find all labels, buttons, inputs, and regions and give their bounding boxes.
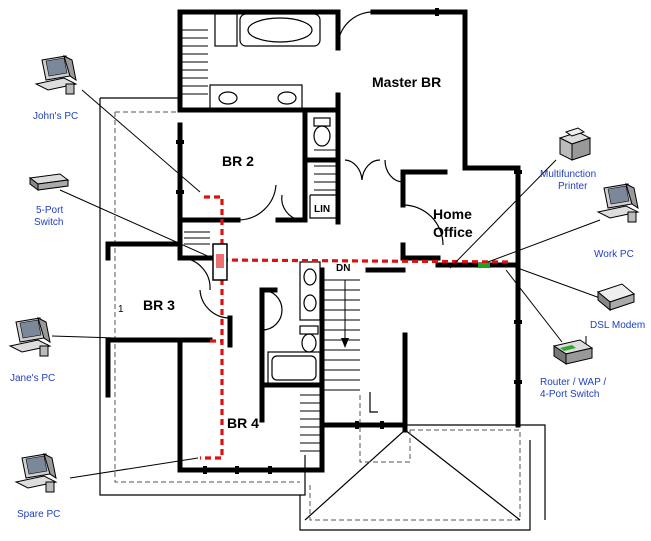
device-label-dsl-modem: DSL Modem [590, 320, 645, 331]
cable-run-hall [221, 258, 511, 264]
device-label-printer-2: Printer [558, 181, 588, 192]
device-label-printer-1: Multifunction [540, 169, 596, 180]
room-marker-1: 1 [118, 304, 124, 315]
room-label-br2: BR 2 [222, 153, 254, 169]
computer-icon [14, 453, 58, 493]
switch-icon [28, 173, 70, 191]
room-label-br3: BR 3 [143, 297, 175, 313]
cable-run-br2 [200, 195, 224, 460]
device-label-johns-pc: John's PC [33, 111, 78, 122]
device-label-switch-2: Switch [34, 217, 63, 228]
device-label-router-2: 4-Port Switch [540, 389, 599, 400]
fixtures [176, 8, 522, 474]
network-cable [200, 195, 511, 460]
room-label-br4: BR 4 [227, 415, 259, 431]
computer-icon [8, 317, 52, 357]
closet-switch-mark [216, 254, 224, 268]
wall-jack [478, 263, 490, 268]
router-icon [552, 336, 594, 365]
computer-icon [596, 183, 640, 223]
room-label-home-office-2: Office [433, 224, 473, 240]
room-label-home-office-1: Home [433, 206, 472, 222]
device-label-janes-pc: Jane's PC [10, 373, 55, 384]
room-label-master-br: Master BR [372, 74, 441, 90]
device-label-switch-1: 5-Port [36, 205, 63, 216]
device-label-work-pc: Work PC [594, 249, 634, 260]
lower-level-outline [99, 97, 546, 531]
device-label-spare-pc: Spare PC [17, 509, 60, 520]
stair-label-dn: DN [336, 263, 350, 274]
room-label-lin: LIN [314, 204, 330, 215]
computer-icon [34, 55, 78, 95]
printer-icon [558, 127, 592, 161]
modem-icon [596, 283, 636, 312]
walls [105, 9, 521, 473]
leader-lines [51, 89, 601, 479]
device-label-router-1: Router / WAP / [540, 377, 606, 388]
